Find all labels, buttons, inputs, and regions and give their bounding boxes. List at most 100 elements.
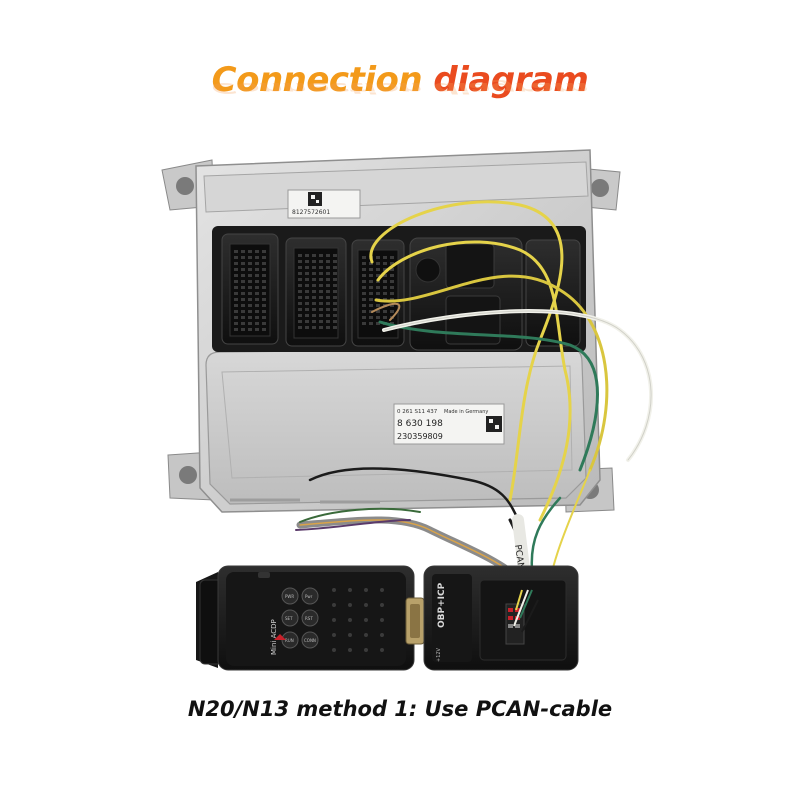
connector-pin <box>362 292 366 295</box>
vent-dot <box>364 633 368 637</box>
connector-pin <box>333 296 337 299</box>
connector-pin <box>255 310 259 313</box>
connector-pin <box>248 262 252 265</box>
connector-pin <box>255 274 259 277</box>
connector-pin <box>390 292 394 295</box>
connector-pin <box>234 316 238 319</box>
connector-pin <box>241 304 245 307</box>
connector-pin <box>369 310 373 313</box>
connector-pin <box>326 290 330 293</box>
connector-pin <box>362 310 366 313</box>
connector-pin <box>305 290 309 293</box>
connector-pin <box>319 278 323 281</box>
vent-dot <box>348 588 352 592</box>
connector-pin <box>234 292 238 295</box>
connector-pin <box>262 250 266 253</box>
mount-hole <box>179 466 197 484</box>
vent-dot <box>364 618 368 622</box>
connector-pin <box>248 310 252 313</box>
connector-pin <box>305 320 309 323</box>
connector-pin <box>369 274 373 277</box>
vent-dot <box>380 603 384 607</box>
connector-pin <box>333 266 337 269</box>
connector-pin <box>255 316 259 319</box>
connector-pin <box>312 308 316 311</box>
connector-pin <box>383 316 387 319</box>
button-rst[interactable] <box>301 609 319 627</box>
connector-pin <box>390 310 394 313</box>
connector-pin <box>255 280 259 283</box>
connector-pin <box>326 320 330 323</box>
button-conn[interactable] <box>301 631 319 649</box>
button-pwr-label: PWR <box>285 594 294 599</box>
connector-pin <box>312 314 316 317</box>
wire-harness <box>295 200 654 611</box>
mini-acdp-brand: Mini ACDP <box>270 619 278 655</box>
button-conn-label: CONN <box>304 638 316 643</box>
connector-pin <box>312 272 316 275</box>
connector-pin <box>234 328 238 331</box>
connector-pin <box>234 304 238 307</box>
wire-green-2 <box>299 507 421 523</box>
connector-pin <box>319 254 323 257</box>
connector-pin <box>333 326 337 329</box>
vent-dot <box>332 588 336 592</box>
button-set[interactable] <box>281 609 299 627</box>
connector-pin <box>369 322 373 325</box>
connector-pin <box>262 286 266 289</box>
obp-voltage-label: +12V <box>436 647 442 662</box>
connector-pin <box>376 256 380 259</box>
connector-pin <box>326 278 330 281</box>
connector-pin <box>326 308 330 311</box>
connector-pin <box>234 286 238 289</box>
connector-pin <box>234 280 238 283</box>
connector-pin <box>312 254 316 257</box>
connector-pin <box>255 298 259 301</box>
connector-pin <box>319 320 323 323</box>
connector-pin <box>305 254 309 257</box>
connector-pin <box>383 286 387 289</box>
connector-pin <box>376 280 380 283</box>
vent-dot <box>380 648 384 652</box>
connector-pin <box>376 292 380 295</box>
connector-pin <box>262 268 266 271</box>
connector-pin <box>305 278 309 281</box>
connector-pin <box>390 280 394 283</box>
connector-pin <box>262 274 266 277</box>
vent-dot <box>348 633 352 637</box>
button-pwr[interactable] <box>281 587 299 605</box>
vent-dot <box>332 618 336 622</box>
connector-pin <box>362 256 366 259</box>
connector-pin <box>319 266 323 269</box>
connector-pin <box>248 322 252 325</box>
connector-pin <box>326 254 330 257</box>
button-pwr2[interactable] <box>301 587 319 605</box>
connector-pin <box>376 268 380 271</box>
connector-pin <box>241 298 245 301</box>
wire-white-edge <box>383 310 652 461</box>
connector-pin <box>234 250 238 253</box>
connector-pin <box>319 284 323 287</box>
connector-pin <box>241 292 245 295</box>
wire-tan <box>371 302 401 321</box>
wire-yellow-1 <box>369 200 564 502</box>
connector-pin <box>319 308 323 311</box>
connector-pin <box>305 326 309 329</box>
connector-pin <box>262 322 266 325</box>
connector-pin <box>383 310 387 313</box>
connector-pin <box>383 274 387 277</box>
connector-pin <box>298 290 302 293</box>
connector-pin <box>234 256 238 259</box>
connector-pin <box>262 328 266 331</box>
connector-pin <box>326 326 330 329</box>
connector-pin <box>298 278 302 281</box>
pcan-cable-label: PCAN <box>512 544 525 570</box>
connector-pin <box>312 284 316 287</box>
connector-pin <box>376 316 380 319</box>
connector-pin <box>248 274 252 277</box>
connector-pin <box>376 286 380 289</box>
connector-pin <box>326 314 330 317</box>
connector-pin <box>305 284 309 287</box>
connector-pin <box>333 254 337 257</box>
connector-pin <box>326 260 330 263</box>
